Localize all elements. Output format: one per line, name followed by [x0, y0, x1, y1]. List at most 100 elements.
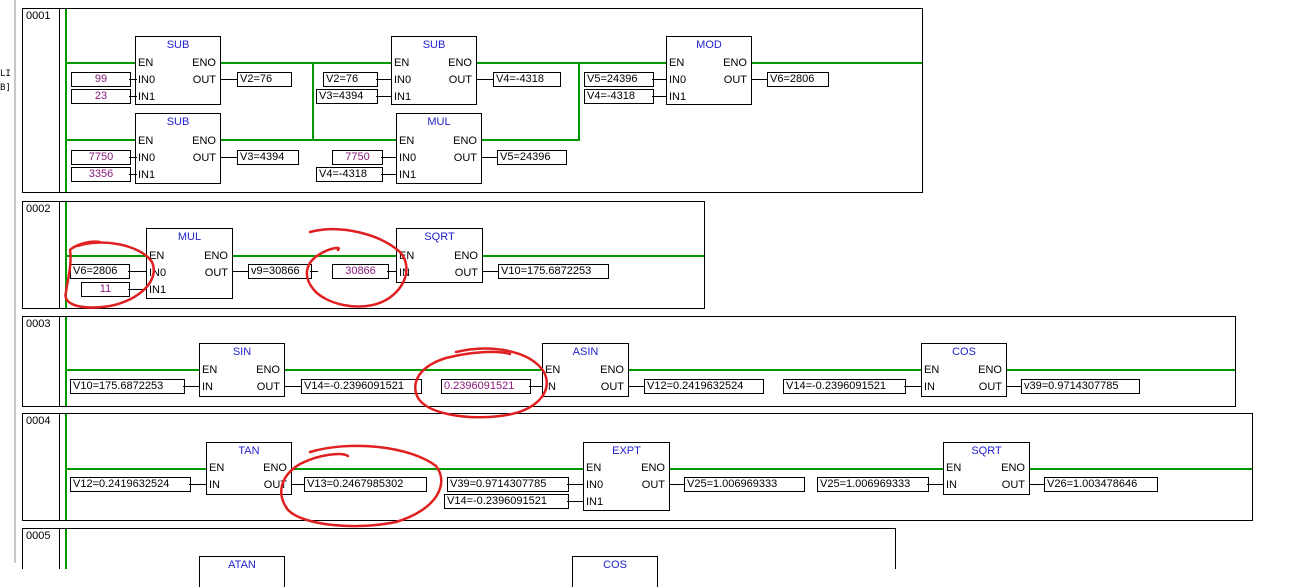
sin-block[interactable]: SIN EN ENO IN OUT — [199, 343, 285, 397]
input-value[interactable]: V39=0.9714307785 — [447, 477, 569, 492]
input-value[interactable]: V10=175.6872253 — [70, 379, 185, 394]
out-pin: OUT — [978, 381, 1002, 393]
output-value[interactable]: V3=4394 — [237, 150, 299, 165]
asin-block[interactable]: ASIN EN ENO IN OUT — [542, 343, 629, 397]
in0-pin: IN0 — [138, 152, 156, 164]
output-value[interactable]: V13=0.2467985302 — [304, 477, 427, 492]
input-value[interactable]: V3=4394 — [316, 89, 378, 104]
in-pin: IN — [545, 381, 556, 393]
in1-pin: IN1 — [586, 496, 604, 508]
sqrt-block[interactable]: SQRT EN ENO IN OUT — [396, 228, 483, 283]
input-value[interactable]: V14=-0.2396091521 — [444, 494, 569, 509]
eno-pin: ENO — [978, 364, 1002, 376]
input-value[interactable]: 99 — [71, 72, 131, 87]
network-0003[interactable]: 0003 SIN EN ENO IN OUT V10=175.6872253 V… — [22, 316, 1236, 407]
block-name: COS — [603, 559, 627, 571]
input-value[interactable]: V4=-4318 — [584, 89, 654, 104]
en-pin: EN — [586, 462, 602, 474]
en-pin: EN — [669, 57, 685, 69]
mul-block[interactable]: MUL EN ENO IN0 OUT IN1 — [396, 113, 482, 184]
input-value[interactable]: V6=2806 — [70, 264, 130, 279]
out-pin: OUT — [454, 267, 478, 279]
output-value[interactable]: V25=1.006969333 — [684, 477, 805, 492]
tan-block[interactable]: TAN EN ENO IN OUT — [206, 442, 292, 495]
input-value[interactable]: 0.2396091521 — [441, 379, 531, 394]
input-value[interactable]: V2=76 — [323, 72, 378, 87]
network-number: 0004 — [26, 415, 51, 427]
sub-block-1[interactable]: SUB EN ENO IN0 OUT IN1 — [135, 36, 221, 105]
power-rail — [65, 529, 67, 569]
input-value[interactable]: 7750 — [332, 150, 383, 165]
network-0004[interactable]: 0004 TAN EN ENO IN OUT V12=0.2419632524 … — [22, 413, 1253, 521]
output-value[interactable]: V26=1.003478646 — [1044, 477, 1158, 492]
cos-block[interactable]: COS EN ENO IN OUT — [921, 343, 1007, 397]
network-0002[interactable]: 0002 MUL EN ENO IN0 OUT IN1 V6=2806 11 v… — [22, 201, 705, 309]
block-name: SIN — [232, 346, 252, 358]
input-value[interactable]: 3356 — [71, 167, 131, 182]
input-value[interactable]: V4=-4318 — [316, 167, 383, 182]
block-name: SUB — [422, 39, 446, 51]
out-pin: OUT — [192, 152, 216, 164]
in-pin: IN — [202, 381, 213, 393]
en-pin: EN — [149, 250, 165, 262]
input-value[interactable]: V12=0.2419632524 — [70, 477, 191, 492]
in1-pin: IN1 — [149, 284, 167, 296]
en-pin: EN — [924, 364, 940, 376]
block-name: ATAN — [228, 559, 256, 571]
eno-pin: ENO — [204, 250, 228, 262]
output-value[interactable]: v39=0.9714307785 — [1021, 379, 1140, 394]
eno-pin: ENO — [1001, 462, 1025, 474]
in0-pin: IN0 — [394, 74, 412, 86]
output-value[interactable]: v9=30866 — [248, 264, 312, 279]
input-value[interactable]: V5=24396 — [584, 72, 654, 87]
out-pin: OUT — [453, 152, 477, 164]
sqrt-block[interactable]: SQRT EN ENO IN OUT — [943, 442, 1030, 495]
in0-pin: IN0 — [138, 74, 156, 86]
mod-block[interactable]: MOD EN ENO IN0 OUT IN1 — [666, 36, 752, 105]
eno-pin: ENO — [641, 462, 665, 474]
input-value[interactable]: V25=1.006969333 — [817, 477, 929, 492]
sub-block-2[interactable]: SUB EN ENO IN0 OUT IN1 — [391, 36, 477, 105]
eno-pin: ENO — [723, 57, 747, 69]
eno-pin: ENO — [600, 364, 624, 376]
eno-pin: ENO — [448, 57, 472, 69]
out-pin: OUT — [448, 74, 472, 86]
output-value[interactable]: V6=2806 — [767, 72, 829, 87]
input-value[interactable]: V14=-0.2396091521 — [783, 379, 906, 394]
en-pin: EN — [946, 462, 962, 474]
block-name: SQRT — [424, 231, 455, 243]
expt-block[interactable]: EXPT EN ENO IN0 OUT IN1 — [583, 442, 670, 511]
out-pin: OUT — [723, 74, 747, 86]
output-value[interactable]: V5=24396 — [497, 150, 567, 165]
input-value[interactable]: 30866 — [332, 264, 389, 279]
in-pin: IN — [399, 267, 410, 279]
eno-pin: ENO — [192, 135, 216, 147]
input-value[interactable]: 23 — [71, 89, 131, 104]
block-name: SUB — [166, 39, 190, 51]
sub-block-3[interactable]: SUB EN ENO IN0 OUT IN1 — [135, 113, 221, 184]
in-pin: IN — [946, 479, 957, 491]
output-value[interactable]: V14=-0.2396091521 — [301, 379, 422, 394]
in1-pin: IN1 — [399, 169, 417, 181]
mul-block[interactable]: MUL EN ENO IN0 OUT IN1 — [146, 228, 233, 299]
eno-pin: ENO — [454, 250, 478, 262]
input-value[interactable]: 11 — [81, 282, 130, 297]
in-pin: IN — [209, 479, 220, 491]
block-name: ASIN — [572, 346, 599, 358]
output-value[interactable]: V4=-4318 — [493, 72, 561, 87]
en-pin: EN — [202, 364, 218, 376]
output-value[interactable]: V12=0.2419632524 — [644, 379, 764, 394]
power-rail — [65, 414, 67, 520]
input-value[interactable]: 7750 — [71, 150, 131, 165]
cos-block[interactable]: COS — [572, 556, 658, 587]
network-0001[interactable]: 0001 SUB EN ENO IN0 OUT IN1 99 23 V2=76 … — [22, 8, 923, 193]
block-name: MOD — [696, 39, 722, 51]
output-value[interactable]: V10=175.6872253 — [498, 264, 609, 279]
atan-block[interactable]: ATAN — [199, 556, 285, 587]
eno-pin: ENO — [263, 462, 287, 474]
output-value[interactable]: V2=76 — [237, 72, 292, 87]
en-pin: EN — [399, 250, 415, 262]
power-rail — [65, 9, 67, 192]
block-name: MUL — [427, 116, 451, 128]
block-name: EXPT — [612, 445, 641, 457]
